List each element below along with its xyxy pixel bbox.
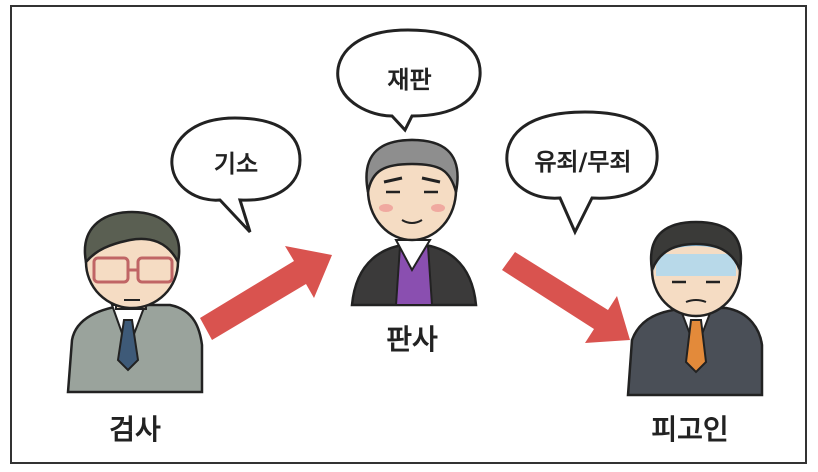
speech-bubble-defendant [505, 110, 659, 236]
speech-bubble-prosecutor [170, 116, 302, 234]
speech-bubble-judge [336, 28, 482, 133]
judge-speech-text: 재판 [387, 66, 432, 94]
prosecutor-speech-text: 기소 [213, 150, 259, 178]
prosecutor-figure [66, 210, 204, 394]
judge-label: 판사 [386, 323, 438, 356]
prosecutor-label: 검사 [109, 413, 161, 446]
judge-figure [350, 138, 478, 307]
defendant-label: 피고인 [651, 413, 729, 446]
arrow-prosecutor-to-judge [200, 246, 332, 340]
arrow-judge-to-defendant [502, 252, 630, 343]
defendant-figure [626, 220, 764, 397]
border-frame [10, 5, 807, 464]
defendant-speech-text: 유죄/무죄 [534, 148, 632, 176]
